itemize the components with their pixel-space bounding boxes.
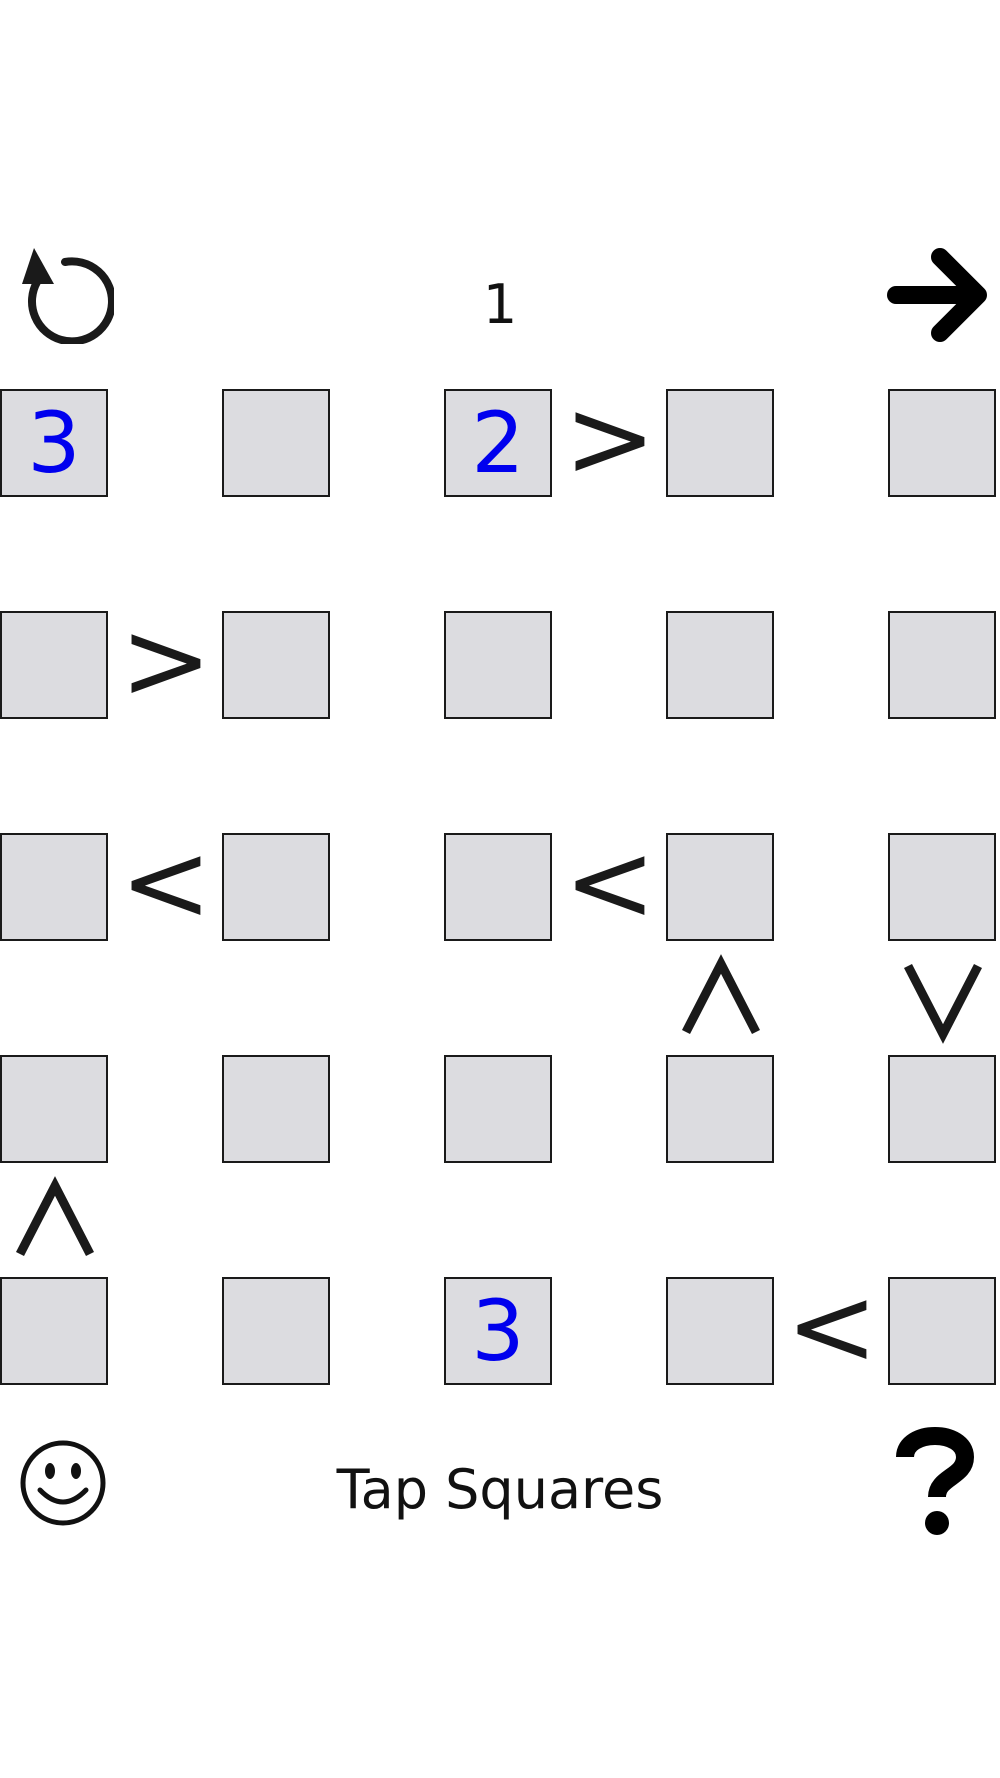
arrow-right-icon — [887, 248, 987, 342]
grid-cell-r2-c0[interactable] — [0, 833, 108, 941]
grid-cell-r1-c4[interactable] — [888, 611, 996, 719]
next-level-button[interactable] — [880, 240, 990, 350]
grid-cell-r2-c2[interactable] — [444, 833, 552, 941]
grid-cell-r2-c4[interactable] — [888, 833, 996, 941]
greater-than-sign: > — [119, 596, 213, 724]
given-digit: 3 — [471, 1282, 525, 1380]
grid-cell-r3-c3[interactable] — [666, 1055, 774, 1163]
given-digit: 3 — [27, 394, 81, 492]
help-button[interactable] — [895, 1425, 975, 1540]
grid-cell-r0-c2[interactable]: 2 — [444, 389, 552, 497]
smiley-button[interactable] — [18, 1438, 108, 1528]
grid-cell-r0-c3[interactable] — [666, 389, 774, 497]
greater-than-sign: > — [563, 374, 657, 502]
help-icon — [896, 1427, 975, 1535]
less-than-sign: < — [563, 818, 657, 946]
instruction-text: Tap Squares — [336, 1458, 664, 1521]
grid-cell-r2-c1[interactable] — [222, 833, 330, 941]
grid-cell-r4-c2[interactable]: 3 — [444, 1277, 552, 1385]
grid-cell-r1-c1[interactable] — [222, 611, 330, 719]
grid-cell-r4-c4[interactable] — [888, 1277, 996, 1385]
grid-cell-r3-c4[interactable] — [888, 1055, 996, 1163]
grid-cell-r3-c1[interactable] — [222, 1055, 330, 1163]
grid-cell-r4-c1[interactable] — [222, 1277, 330, 1385]
grid-cell-r3-c0[interactable] — [0, 1055, 108, 1163]
grid-cell-r4-c0[interactable] — [0, 1277, 108, 1385]
given-digit: 2 — [471, 394, 525, 492]
smiley-icon — [20, 1440, 106, 1526]
level-number: 1 — [482, 273, 518, 336]
grid-cell-r1-c2[interactable] — [444, 611, 552, 719]
restart-button[interactable] — [14, 244, 116, 346]
grid-cell-r4-c3[interactable] — [666, 1277, 774, 1385]
down-chevron-sign — [888, 944, 998, 1054]
restart-icon — [22, 248, 116, 346]
grid-cell-r3-c2[interactable] — [444, 1055, 552, 1163]
less-than-sign: < — [119, 818, 213, 946]
grid-cell-r2-c3[interactable] — [666, 833, 774, 941]
grid-cell-r1-c0[interactable] — [0, 611, 108, 719]
up-chevron-sign — [0, 1166, 110, 1276]
less-than-sign: < — [785, 1262, 879, 1390]
grid-cell-r0-c0[interactable]: 3 — [0, 389, 108, 497]
grid-cell-r0-c1[interactable] — [222, 389, 330, 497]
grid-cell-r1-c3[interactable] — [666, 611, 774, 719]
up-chevron-sign — [666, 944, 776, 1054]
grid-cell-r0-c4[interactable] — [888, 389, 996, 497]
